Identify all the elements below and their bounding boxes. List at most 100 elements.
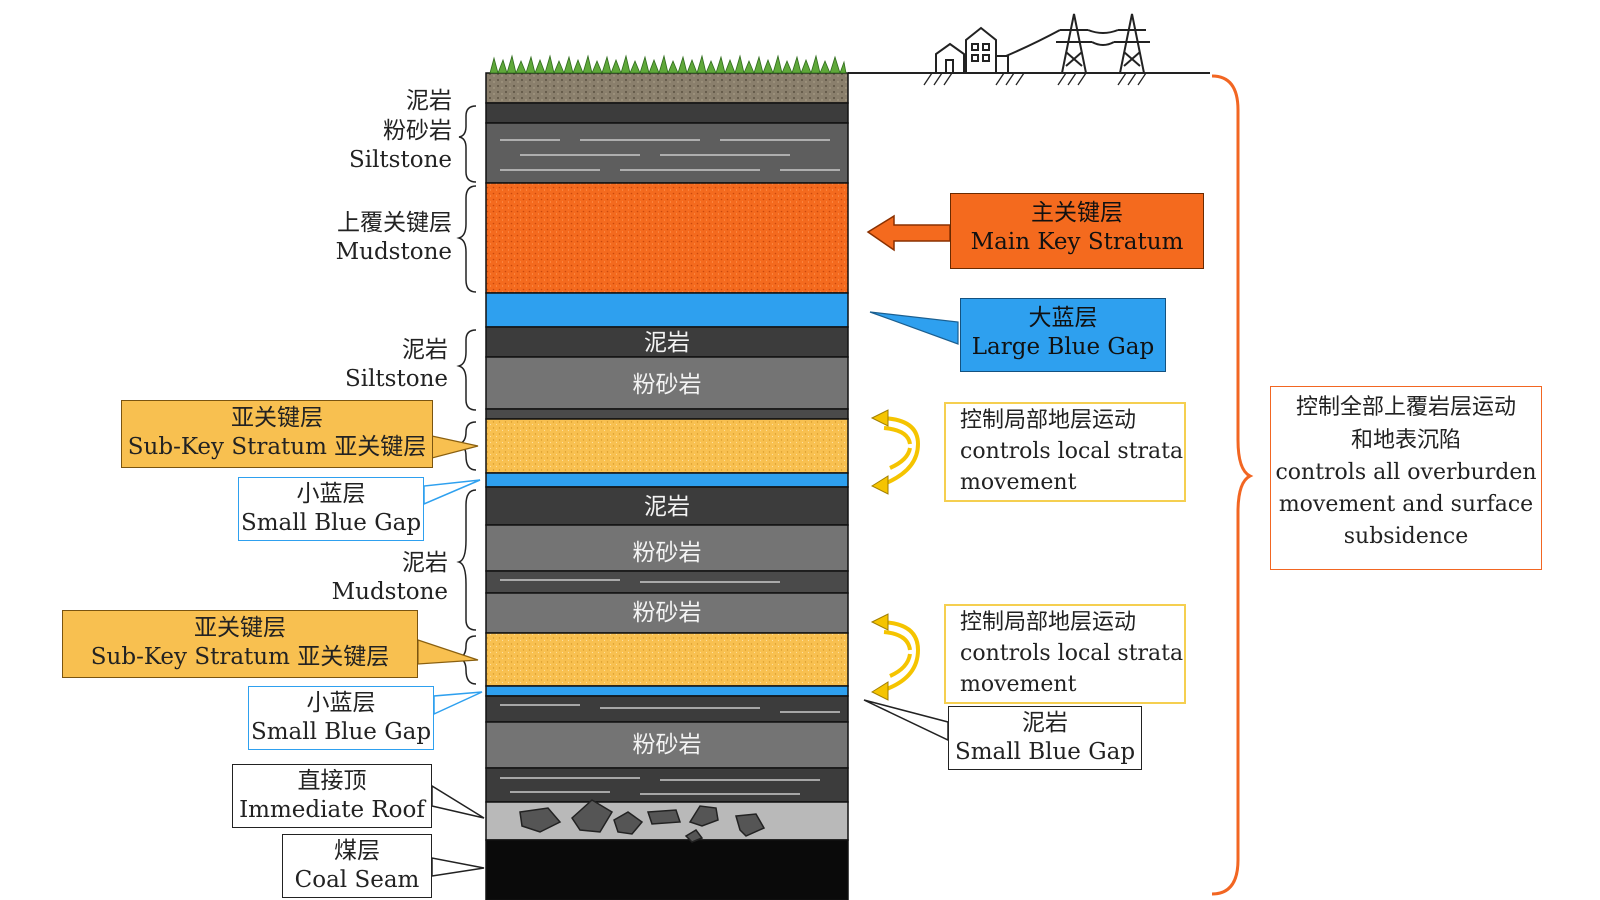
callout-immediate-roof: 直接顶 Immediate Roof [232,764,432,828]
local-control-2-zh: 控制局部地层运动 [960,610,1137,635]
overall-control-en-2: movement and surface [1278,492,1534,517]
small-gap-1-zh: 小蓝层 [296,481,366,507]
sub-key-stratum-layer-1 [485,418,849,474]
overall-brace [1211,74,1254,896]
large-blue-gap-layer [485,292,849,328]
siltstone-layer-2 [485,524,849,572]
main-key-en: Main Key Stratum [970,229,1184,255]
label-overburden-key: 上覆关键层 Mudstone [280,208,452,266]
soil-layer [485,72,849,104]
local-control-1-en-1: controls local strata [960,439,1184,464]
callout-sub-key-2: 亚关键层 Sub-Key Stratum 亚关键层 [62,610,418,678]
callout-coal-seam: 煤层 Coal Seam [282,834,432,898]
overall-control-zh-1: 控制全部上覆岩层运动 [1295,395,1516,420]
immediate-roof-zh: 直接顶 [297,768,367,794]
house-icon [935,42,965,74]
bottom-mudstone-en: Small Blue Gap [954,739,1136,765]
column-label-siltstone-4: 粉砂岩 [632,732,702,758]
column-label-siltstone-3: 粉砂岩 [632,600,702,626]
siltstone-layer-1 [485,356,849,410]
callout-large-blue-gap: 大蓝层 Large Blue Gap [960,298,1166,372]
label-mid-2-en: Mudstone [331,579,448,605]
coal-seam-layer [485,839,849,900]
small-gap-2-en: Small Blue Gap [250,719,432,745]
callout-local-control-1: 控制局部地层运动 controls local strata movement [944,402,1186,502]
column-label-mudstone-2: 泥岩 [644,494,690,520]
grass [489,54,847,75]
siltstone-layer-3 [485,592,849,634]
bottom-mudstone-pointer [863,699,949,742]
label-mid-group-2: 泥岩 Mudstone [300,548,448,606]
hatch-marks [923,72,1147,86]
label-overburden-key-zh: 上覆关键层 [337,210,452,236]
coal-seam-pointer [431,857,485,877]
coal-seam-en: Coal Seam [294,867,420,893]
sub-key-stratum-layer-2 [485,632,849,687]
coal-seam-zh: 煤层 [334,838,380,864]
label-top-siltstone-en: Siltstone [348,147,452,173]
siltstone-top [485,122,849,184]
mudstone-layer-2 [485,486,849,526]
callout-local-control-2: 控制局部地层运动 controls local strata movement [944,604,1186,704]
mudstone-layer-5 [485,767,849,803]
sub-key-1-en: Sub-Key Stratum 亚关键层 [127,434,427,460]
overall-control-zh-2: 和地表沉陷 [1350,428,1461,453]
immediate-roof-pointer [431,784,485,819]
callout-small-gap-1: 小蓝层 Small Blue Gap [238,477,424,541]
local-control-arrows-2 [877,620,921,692]
sub-key-2-pointer [417,639,479,665]
mudstone-top [485,102,849,124]
label-mid-2-zh: 泥岩 [402,550,448,576]
label-overburden-key-en: Mudstone [335,239,452,265]
label-mid-1-zh: 泥岩 [402,337,448,363]
label-mid-group-1: 泥岩 Siltstone [300,335,448,393]
mudstone-layer-1 [485,326,849,358]
small-gap-1-en: Small Blue Gap [240,510,422,536]
siltstone-layer-4 [485,721,849,769]
main-key-zh: 主关键层 [1031,200,1123,226]
label-top-group: 泥岩 粉砂岩 Siltstone [300,86,452,174]
sub-key-2-en: Sub-Key Stratum 亚关键层 [90,644,390,670]
local-control-1-en-2: movement [960,470,1077,495]
local-control-arrows-1 [877,416,921,486]
callout-bottom-mudstone: 泥岩 Small Blue Gap [948,706,1142,770]
sub-key-2-zh: 亚关键层 [194,615,286,641]
apartment-icon [965,26,1009,74]
small-gap-2-pointer [433,691,483,716]
sub-key-1-zh: 亚关键层 [231,405,323,431]
large-gap-en: Large Blue Gap [971,334,1155,360]
main-key-stratum-layer [485,182,849,294]
strata-column [485,72,849,900]
label-top-siltstone-zh: 粉砂岩 [383,118,452,144]
overall-control-en-3: subsidence [1343,524,1469,549]
callout-small-gap-2: 小蓝层 Small Blue Gap [248,686,434,750]
column-label-mudstone-1: 泥岩 [644,330,690,356]
sub-key-1-pointer [431,435,479,459]
mudstone-layer-4 [485,695,849,723]
label-top-mudstone: 泥岩 [406,88,452,114]
small-gap-2-zh: 小蓝层 [306,690,376,716]
small-gap-1-pointer [423,479,481,506]
thin-mudstone-1 [485,408,849,420]
main-key-arrow [866,214,951,252]
column-label-siltstone-2: 粉砂岩 [632,540,702,566]
left-braces [456,105,477,685]
transmission-tower-icon [1005,13,1150,74]
local-control-1-zh: 控制局部地层运动 [960,408,1137,433]
bedding-lines [500,139,840,795]
overall-control-en-1: controls all overburden [1275,460,1537,485]
small-blue-gap-layer-2 [485,685,849,697]
large-gap-zh: 大蓝层 [1028,305,1098,331]
callout-main-key-stratum: 主关键层 Main Key Stratum [950,193,1204,269]
large-blue-gap-pointer [869,311,959,345]
label-mid-1-en: Siltstone [344,366,448,392]
local-control-2-en-1: controls local strata [960,641,1184,666]
column-label-siltstone-1: 粉砂岩 [632,372,702,398]
callout-sub-key-1: 亚关键层 Sub-Key Stratum 亚关键层 [121,400,433,468]
immediate-roof-en: Immediate Roof [239,797,425,823]
small-blue-gap-layer-1 [485,472,849,488]
rubble [519,799,766,843]
callout-overall-control: 控制全部上覆岩层运动 和地表沉陷 controls all overburden… [1270,386,1542,570]
local-control-2-en-2: movement [960,672,1077,697]
